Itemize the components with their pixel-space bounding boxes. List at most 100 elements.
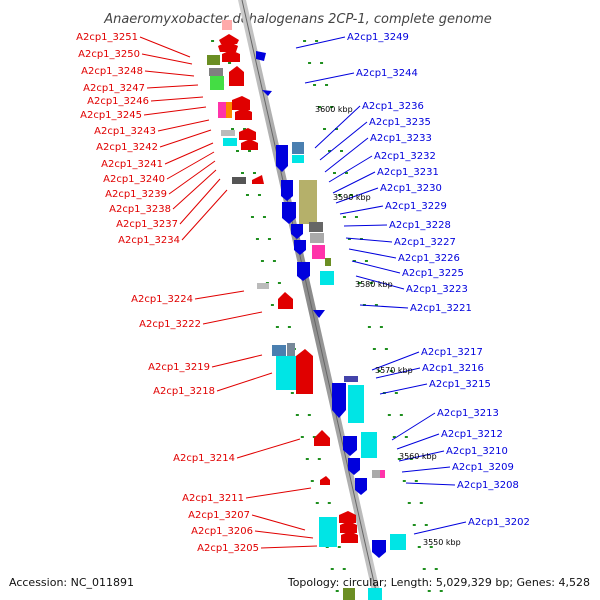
forward-gene-label[interactable]: A2cp1_3226 (398, 253, 460, 264)
reverse-gene-label[interactable]: A2cp1_3245 (80, 110, 142, 121)
gene-3225-block[interactable] (312, 245, 325, 259)
gene-3226-arrow[interactable] (294, 240, 306, 255)
forward-gene-label[interactable]: A2cp1_3230 (380, 183, 442, 194)
reverse-gene-label[interactable]: A2cp1_3206 (191, 526, 253, 537)
reverse-gene-label[interactable]: A2cp1_3251 (76, 32, 138, 43)
gene-3219b-block[interactable] (287, 343, 295, 356)
forward-gene-label[interactable]: A2cp1_3229 (385, 201, 447, 212)
gene-3202-block[interactable] (390, 534, 406, 550)
gene-3208-arrow[interactable] (355, 478, 367, 495)
gene-3227-block[interactable] (309, 222, 323, 232)
gene-3217-block[interactable] (344, 376, 358, 382)
forward-gene-label[interactable]: A2cp1_3215 (429, 379, 491, 390)
gene-3229-arrow[interactable] (282, 202, 296, 224)
gene-3247b-block[interactable] (210, 76, 224, 90)
reverse-gene-label[interactable]: A2cp1_3224 (131, 294, 193, 305)
gene-top-block[interactable] (222, 20, 232, 30)
forward-gene-label[interactable]: A2cp1_3236 (362, 101, 424, 112)
forward-gene-label[interactable]: A2cp1_3231 (377, 167, 439, 178)
gene-3215-block[interactable] (348, 385, 364, 423)
reverse-gene-label[interactable]: A2cp1_3250 (78, 49, 140, 60)
gene-3223-block[interactable] (320, 271, 334, 285)
gene-3245c-arrow[interactable] (235, 108, 252, 120)
gene-3250-arrow[interactable] (218, 41, 238, 52)
gene-3235-block[interactable] (292, 155, 304, 163)
gene-3247-block[interactable] (209, 68, 223, 76)
gene-3221-arrow[interactable] (313, 310, 325, 318)
reverse-gene-label[interactable]: A2cp1_3241 (101, 159, 163, 170)
gene-3218-block[interactable] (276, 356, 296, 390)
forward-gene-label[interactable]: A2cp1_3227 (394, 237, 456, 248)
reverse-gene-label[interactable]: A2cp1_3219 (148, 362, 210, 373)
gene-3233-arrow[interactable] (276, 145, 288, 172)
forward-gene-label[interactable]: A2cp1_3244 (356, 68, 418, 79)
gene-3228-arrow[interactable] (291, 224, 303, 239)
forward-gene-label[interactable]: A2cp1_3225 (402, 268, 464, 279)
reverse-gene-label[interactable]: A2cp1_3243 (94, 126, 156, 137)
gene-3210-arrow[interactable] (348, 458, 360, 475)
gene-3245b-block[interactable] (226, 102, 232, 118)
gene-3205-arrow[interactable] (341, 531, 358, 543)
gene-3219-block[interactable] (272, 345, 286, 356)
gene-3243-block[interactable] (221, 130, 235, 136)
reverse-gene-label[interactable]: A2cp1_3218 (153, 386, 215, 397)
gene-3224-arrow[interactable] (278, 292, 293, 309)
gene-3249-arrow[interactable] (256, 51, 266, 61)
forward-gene-label[interactable]: A2cp1_3210 (446, 446, 508, 457)
gene-3216-arrow[interactable] (332, 383, 346, 418)
gene-bottom-fwd-block[interactable] (368, 588, 382, 600)
forward-gene-label[interactable]: A2cp1_3223 (406, 284, 468, 295)
gene-3231-block[interactable] (299, 180, 317, 224)
gene-3236-block[interactable] (292, 142, 304, 154)
forward-gene-label[interactable]: A2cp1_3216 (422, 363, 484, 374)
gene-bottom-block[interactable] (343, 588, 355, 600)
reverse-gene-label[interactable]: A2cp1_3211 (182, 493, 244, 504)
forward-gene-label[interactable]: A2cp1_3209 (452, 462, 514, 473)
forward-gene-label[interactable]: A2cp1_3232 (374, 151, 436, 162)
forward-gene-label[interactable]: A2cp1_3233 (370, 133, 432, 144)
gene-3238-arrow[interactable] (252, 175, 264, 184)
gene-3246-arrow[interactable] (229, 66, 244, 86)
gene-3213-arrow[interactable] (343, 436, 357, 456)
reverse-gene-label[interactable]: A2cp1_3214 (173, 453, 235, 464)
gene-3207-arrow[interactable] (339, 511, 356, 523)
gene-3214-arrow[interactable] (314, 430, 330, 446)
forward-gene-label[interactable]: A2cp1_3212 (441, 429, 503, 440)
gene-3226-block[interactable] (310, 233, 324, 243)
reverse-gene-label[interactable]: A2cp1_3205 (197, 543, 259, 554)
reverse-gene-label[interactable]: A2cp1_3238 (109, 204, 171, 215)
reverse-gene-label[interactable]: A2cp1_3242 (96, 142, 158, 153)
gene-3212-block[interactable] (361, 432, 377, 458)
reverse-gene-label[interactable]: A2cp1_3239 (105, 189, 167, 200)
gene-3241-arrow[interactable] (241, 139, 258, 150)
gene-3218-arrow[interactable] (296, 349, 313, 394)
reverse-gene-label[interactable]: A2cp1_3207 (188, 510, 250, 521)
gene-3248-arrow[interactable] (222, 50, 240, 62)
reverse-gene-label[interactable]: A2cp1_3240 (103, 174, 165, 185)
reverse-gene-label[interactable]: A2cp1_3234 (118, 235, 180, 246)
gene-3251-arrow[interactable] (219, 34, 239, 44)
reverse-gene-label[interactable]: A2cp1_3246 (87, 96, 149, 107)
gene-3242-block[interactable] (223, 138, 237, 146)
gene-3248-block[interactable] (207, 55, 220, 65)
forward-gene-label[interactable]: A2cp1_3213 (437, 408, 499, 419)
gene-3209-block[interactable] (372, 470, 382, 478)
gene-3206-arrow[interactable] (340, 521, 357, 533)
gene-3211-arrow[interactable] (320, 476, 330, 485)
forward-gene-label[interactable]: A2cp1_3235 (369, 117, 431, 128)
gene-3207-block[interactable] (319, 517, 337, 547)
gene-3245-block[interactable] (218, 102, 226, 118)
gene-3230-arrow[interactable] (281, 180, 293, 201)
reverse-gene-label[interactable]: A2cp1_3222 (139, 319, 201, 330)
forward-gene-label[interactable]: A2cp1_3228 (389, 220, 451, 231)
gene-3238-block[interactable] (232, 177, 246, 184)
reverse-gene-label[interactable]: A2cp1_3247 (83, 83, 145, 94)
forward-gene-label[interactable]: A2cp1_3208 (457, 480, 519, 491)
gene-3245-arrow[interactable] (232, 96, 250, 110)
gene-3242-arrow[interactable] (239, 128, 256, 140)
gene-3202-arrow[interactable] (372, 540, 386, 558)
gene-3224-block[interactable] (257, 283, 269, 289)
gene-3208-block[interactable] (380, 470, 385, 478)
gene-3225b-block[interactable] (325, 258, 331, 266)
reverse-gene-label[interactable]: A2cp1_3237 (116, 219, 178, 230)
